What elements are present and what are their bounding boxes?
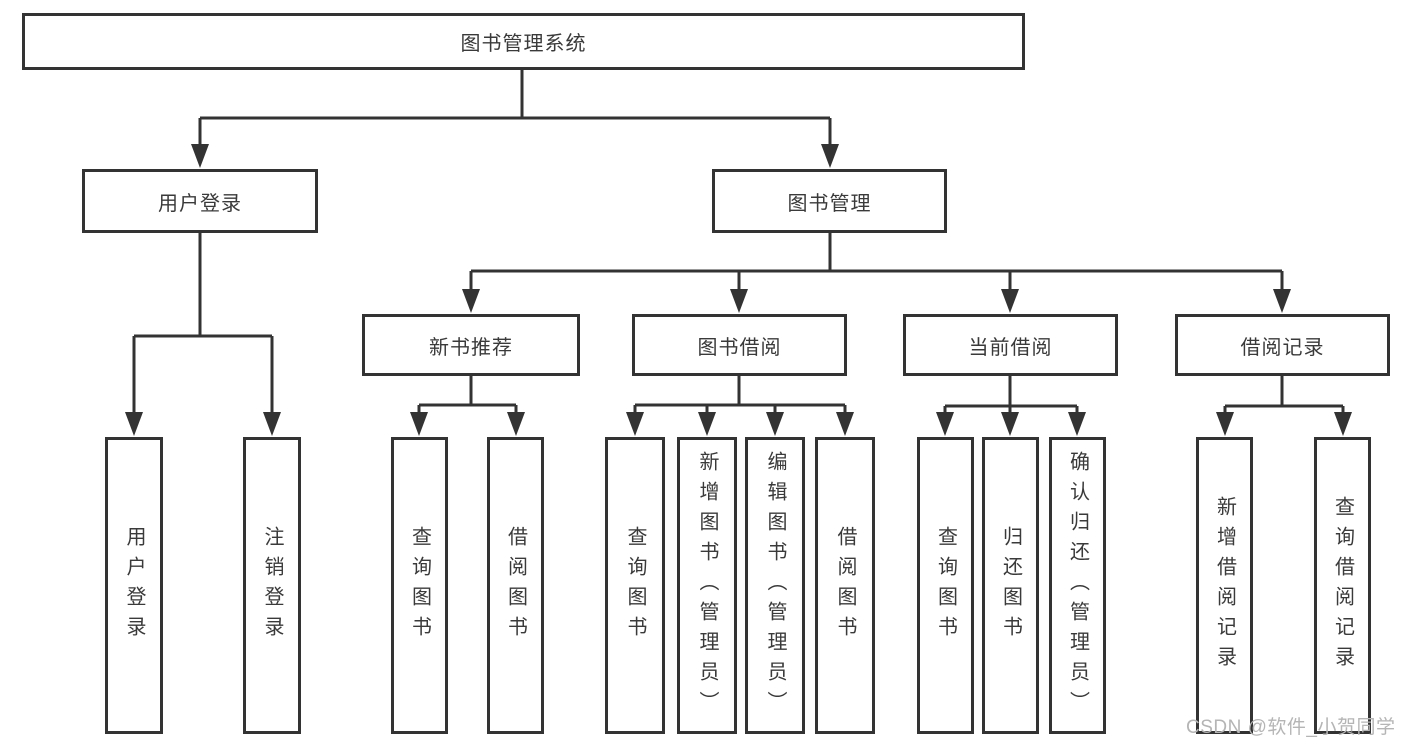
- leaf-br-query-record: 查询借阅记录: [1314, 437, 1371, 734]
- node-new-book-recommend: 新书推荐: [362, 314, 580, 376]
- leaf-bb-add-books-admin: 新增图书（管理员）: [677, 437, 737, 734]
- leaf-cb-confirm-return-admin: 确认归还（管理员）: [1049, 437, 1106, 734]
- leaf-cb-query-books: 查询图书: [917, 437, 974, 734]
- connector-user-login-children: [125, 233, 281, 436]
- node-label: 借阅记录: [1240, 336, 1325, 359]
- arrowhead: [766, 412, 784, 436]
- arrowhead: [836, 412, 854, 436]
- connector-current-borrowing-children: [936, 376, 1086, 436]
- node-root: 图书管理系统: [22, 13, 1025, 70]
- node-label: 确认归还（管理员）: [1066, 450, 1089, 721]
- leaf-bb-query-books: 查询图书: [605, 437, 665, 734]
- arrowhead: [191, 144, 209, 168]
- node-label: 当前借阅: [968, 336, 1053, 359]
- arrowhead: [1068, 412, 1086, 436]
- node-label: 注销登录: [261, 525, 283, 646]
- leaf-nbr-query-books: 查询图书: [391, 437, 448, 734]
- node-label: 新增图书（管理员）: [696, 450, 718, 721]
- leaf-cb-return-books: 归还图书: [982, 437, 1039, 734]
- connector-root-to-level2: [191, 70, 839, 168]
- arrowhead: [462, 289, 480, 313]
- node-label: 查询借阅记录: [1331, 495, 1354, 676]
- connector-book-borrowing-children: [626, 376, 854, 436]
- arrowhead: [263, 412, 281, 436]
- node-label: 图书管理: [787, 192, 872, 215]
- arrowhead: [821, 144, 839, 168]
- node-label: 新增借阅记录: [1213, 495, 1236, 676]
- arrowhead: [507, 412, 525, 436]
- node-label: 用户登录: [123, 525, 145, 646]
- node-label: 编辑图书（管理员）: [764, 450, 786, 721]
- node-label: 新书推荐: [429, 336, 513, 359]
- leaf-user-login: 用户登录: [105, 437, 163, 734]
- arrowhead: [626, 412, 644, 436]
- leaf-bb-borrow-books: 借阅图书: [815, 437, 875, 734]
- leaf-logout: 注销登录: [243, 437, 301, 734]
- node-label: 查询图书: [934, 525, 957, 646]
- node-label: 借阅图书: [834, 525, 856, 646]
- arrowhead: [1001, 412, 1019, 436]
- node-user-login: 用户登录: [82, 169, 318, 233]
- node-book-borrowing: 图书借阅: [632, 314, 847, 376]
- connector-borrowing-records-children: [1216, 376, 1352, 436]
- node-label: 归还图书: [999, 525, 1022, 646]
- node-label: 查询图书: [408, 525, 431, 646]
- arrowhead: [698, 412, 716, 436]
- node-label: 查询图书: [624, 525, 646, 646]
- arrowhead: [125, 412, 143, 436]
- node-borrowing-records: 借阅记录: [1175, 314, 1390, 376]
- arrowhead: [730, 289, 748, 313]
- arrowhead: [1334, 412, 1352, 436]
- leaf-bb-edit-books-admin: 编辑图书（管理员）: [745, 437, 805, 734]
- arrowhead: [1216, 412, 1234, 436]
- connector-book-management-children: [462, 233, 1291, 313]
- csdn-watermark: CSDN @软件_小贺同学: [1186, 717, 1396, 738]
- node-current-borrowing: 当前借阅: [903, 314, 1118, 376]
- node-label: 用户登录: [158, 192, 242, 215]
- leaf-nbr-borrow-books: 借阅图书: [487, 437, 544, 734]
- leaf-br-add-record: 新增借阅记录: [1196, 437, 1253, 734]
- arrowhead: [1001, 289, 1019, 313]
- node-label: 借阅图书: [504, 525, 527, 646]
- connector-new-book-recommend-children: [410, 376, 525, 436]
- arrowhead: [936, 412, 954, 436]
- node-label: 图书借阅: [697, 336, 782, 359]
- arrowhead: [1273, 289, 1291, 313]
- node-book-management: 图书管理: [712, 169, 947, 233]
- arrowhead: [410, 412, 428, 436]
- node-label: 图书管理系统: [460, 33, 587, 55]
